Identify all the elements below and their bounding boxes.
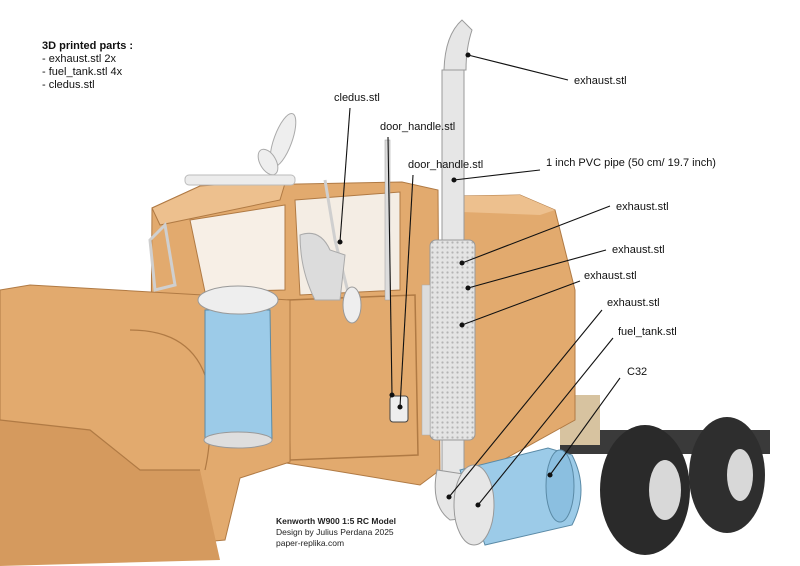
- rear-wheel-hub-2: [727, 449, 753, 501]
- parts-list-item: - exhaust.stl 2x: [42, 53, 116, 65]
- callout-exhaust-4: exhaust.stl: [607, 297, 660, 309]
- callout-pvc-pipe: 1 inch PVC pipe (50 cm/ 19.7 inch): [546, 157, 716, 169]
- callout-exhaust-3: exhaust.stl: [584, 270, 637, 282]
- callout-c32: C32: [627, 366, 648, 378]
- website: paper-replika.com: [276, 538, 345, 548]
- leader-exhaust-3: [461, 280, 581, 326]
- callout-door-handle-2: door_handle.stl: [408, 159, 484, 171]
- callout-fuel-tank: fuel_tank.stl: [618, 326, 677, 338]
- callout-exhaust-top: exhaust.stl: [574, 75, 627, 87]
- rear-axle: [560, 395, 770, 555]
- callout-cledus: cledus.stl: [334, 92, 380, 104]
- leader-exhaust-1: [461, 205, 611, 264]
- windshield: [189, 204, 286, 293]
- callout-exhaust-1: exhaust.stl: [616, 201, 669, 213]
- callout-lines: [337, 52, 621, 508]
- rear-tire-1: [600, 425, 690, 555]
- sleeper-box: [461, 194, 576, 471]
- leader-door-handle-1: [387, 136, 393, 396]
- parts-list-item: - fuel_tank.stl 4x: [42, 66, 123, 78]
- leader-door-handle-2: [399, 174, 414, 408]
- leader-c32: [549, 377, 621, 476]
- fuel-tank: [453, 447, 582, 546]
- leader-exhaust-2: [467, 249, 607, 289]
- callout-door-handle-1: door_handle.stl: [380, 121, 456, 133]
- air-cleaner: [197, 285, 279, 449]
- credits-block: Kenworth W900 1:5 RC Model Design by Jul…: [276, 516, 396, 549]
- exhaust-stack: [421, 19, 476, 521]
- leader-exhaust-4: [448, 309, 603, 498]
- leader-cledus: [339, 107, 351, 243]
- parts-list-item: - cledus.stl: [42, 79, 95, 91]
- leader-pvc: [453, 169, 541, 181]
- callout-exhaust-2: exhaust.stl: [612, 244, 665, 256]
- leader-exhaust-top: [467, 54, 569, 81]
- parts-list: - exhaust.stl 2x - fuel_tank.stl 4x - cl…: [42, 53, 122, 92]
- leader-fuel-tank: [477, 337, 614, 506]
- designer-credit: Design by Julius Perdana 2025: [276, 527, 394, 537]
- model-title: Kenworth W900 1:5 RC Model: [276, 516, 396, 526]
- visor: [151, 179, 287, 226]
- chrome-details: [148, 113, 362, 324]
- parts-list-title: 3D printed parts :: [42, 40, 134, 52]
- heat-shield: [429, 239, 476, 441]
- rear-wheel-hub-1: [649, 460, 681, 520]
